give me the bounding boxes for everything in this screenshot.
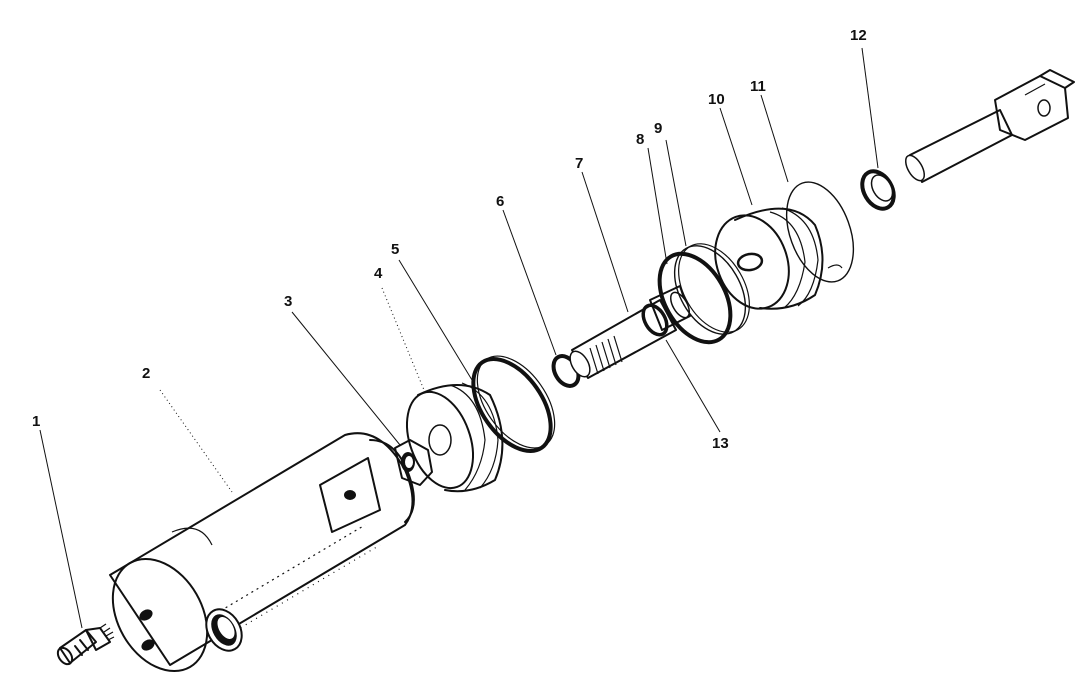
callout-11: 11 — [750, 78, 766, 95]
callout-12: 12 — [850, 27, 867, 44]
callout-2: 2 — [142, 365, 150, 382]
part-3-nut — [394, 439, 433, 486]
leader-lines — [39, 47, 879, 629]
part-11-end-plate — [785, 181, 855, 283]
part-1-grease-fitting — [56, 623, 115, 666]
part-7-shaft — [569, 285, 691, 379]
callout-4: 4 — [374, 265, 383, 282]
callout-1: 1 — [32, 413, 40, 430]
callout-labels: 1 2 3 4 5 6 7 8 9 10 11 12 13 — [32, 27, 867, 452]
callout-3: 3 — [284, 293, 292, 310]
callout-10: 10 — [708, 91, 725, 108]
part-10-gland — [714, 207, 824, 310]
part-4-piston — [406, 382, 504, 493]
callout-6: 6 — [496, 193, 504, 210]
callout-8: 8 — [636, 131, 644, 148]
part-2-cylinder-body — [109, 432, 415, 673]
callout-5: 5 — [391, 241, 399, 258]
callout-13: 13 — [712, 435, 729, 452]
callout-9: 9 — [654, 120, 662, 137]
part-5-ring — [471, 355, 556, 453]
part-13-small-o-ring — [641, 303, 669, 337]
part-9-ring — [673, 243, 750, 335]
rod-with-clevis — [904, 69, 1075, 183]
part-12-bushing — [860, 169, 896, 211]
callout-7: 7 — [575, 155, 583, 172]
part-8-ring — [657, 251, 733, 345]
